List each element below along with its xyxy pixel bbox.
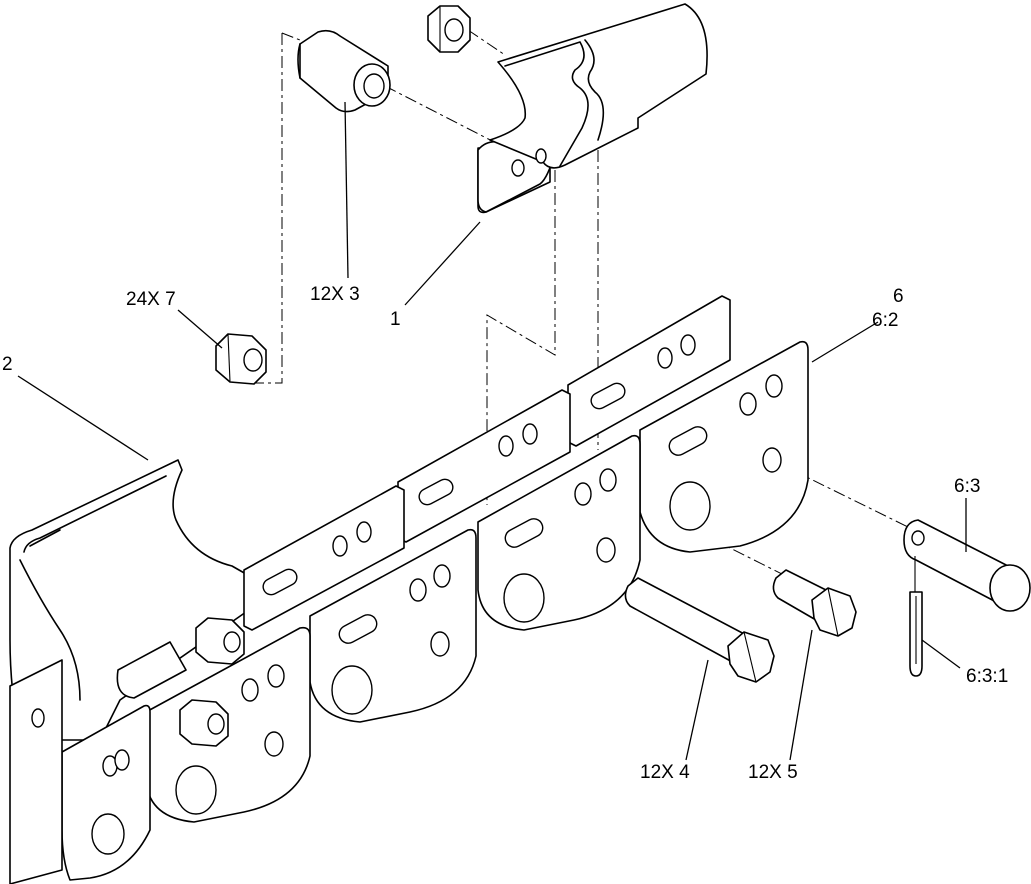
- callout-1: 1: [390, 309, 401, 330]
- assembled-hardware: [116, 617, 245, 747]
- spacer-tube: [297, 29, 391, 113]
- callout-6-3: 6:3: [954, 476, 980, 497]
- callout-2: 2: [2, 354, 13, 375]
- callout-12x3: 12X 3: [310, 284, 360, 305]
- cotter-pin: [909, 556, 923, 677]
- long-bolt: [624, 577, 775, 683]
- callout-6: 6: [893, 286, 904, 307]
- callout-12x4: 12X 4: [640, 762, 690, 783]
- leader-lines: [17, 101, 967, 761]
- deflector-bracket: [477, 3, 708, 214]
- short-bolt: [772, 569, 857, 637]
- callout-24x7: 24X 7: [126, 289, 176, 310]
- hex-nut-left: [215, 333, 267, 385]
- callout-labels: 1 2 12X 3 24X 7 6 6:2 6:3 6:3:1 12X 4 12…: [2, 284, 1008, 783]
- chain-back-row: [243, 295, 731, 631]
- callout-6-2: 6:2: [872, 310, 898, 331]
- hex-nut-top: [427, 5, 471, 53]
- callout-6-3-1: 6:3:1: [966, 666, 1008, 687]
- callout-12x5: 12X 5: [748, 762, 798, 783]
- clevis-pin: [903, 519, 1031, 612]
